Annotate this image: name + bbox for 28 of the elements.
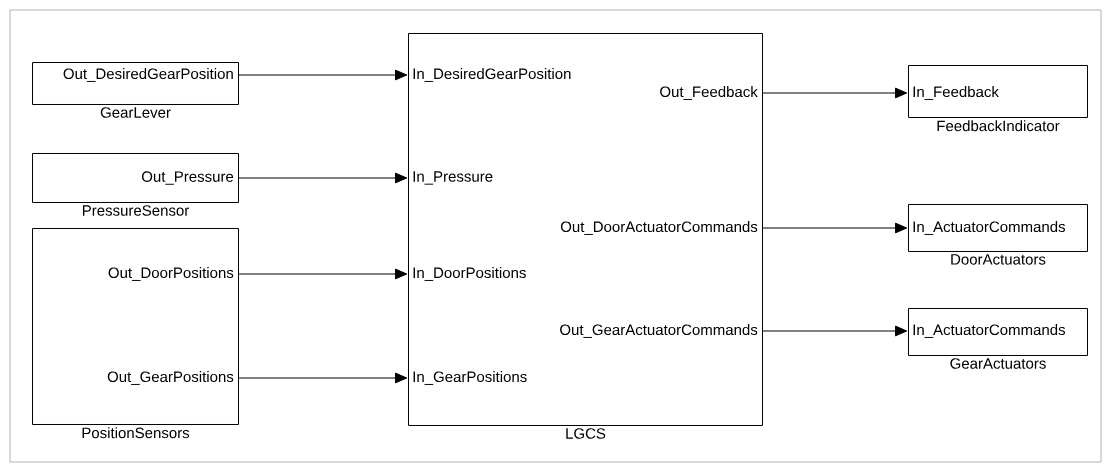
port-label: In_ActuatorCommands [913, 221, 1066, 235]
arrow [761, 87, 908, 99]
port-label: Out_Pressure [142, 171, 234, 185]
arrow [761, 222, 908, 234]
port-label: In_Pressure [413, 171, 493, 185]
port-label: Out_DoorPositions [108, 267, 234, 281]
node-label: PositionSensors [82, 427, 190, 439]
node-label: DoorActuators [951, 254, 1046, 265]
node-label: GearLever [100, 107, 171, 118]
port-label: In_GearPositions [413, 371, 527, 385]
port-label: Out_DesiredGearPosition [63, 68, 233, 82]
node-label: PressureSensor [82, 205, 190, 216]
arrow [237, 69, 408, 81]
port-label: Out_DoorActuatorCommands [560, 221, 758, 235]
arrow [761, 325, 908, 337]
port-label: Out_Feedback [660, 86, 758, 100]
node-label: LGCS [566, 428, 606, 439]
port-label: In_DesiredGearPosition [413, 68, 571, 82]
node-label: GearActuators [950, 358, 1046, 369]
port-label: In_ActuatorCommands [913, 324, 1066, 338]
port-label: Out_GearPositions [107, 371, 234, 385]
node-label: FeedbackIndicator [937, 120, 1060, 132]
arrow [237, 372, 408, 384]
port-label: In_Feedback [913, 86, 999, 100]
port-label: Out_GearActuatorCommands [560, 324, 758, 338]
arrow [237, 172, 408, 184]
port-label: In_DoorPositions [413, 267, 526, 281]
arrow [237, 268, 408, 280]
